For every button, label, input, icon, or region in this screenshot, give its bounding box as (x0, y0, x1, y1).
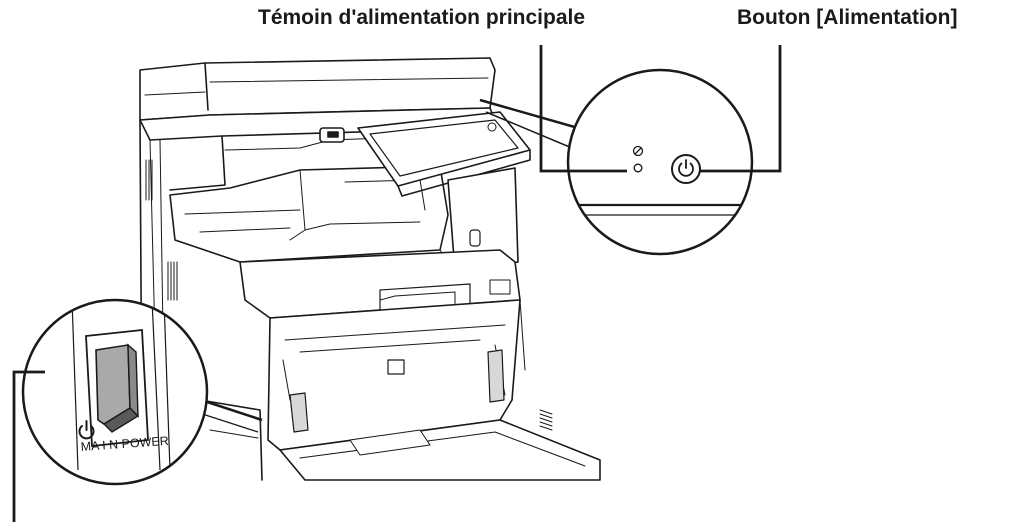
main-power-indicator-label: Témoin d'alimentation principale (258, 6, 586, 29)
printer-illustration (139, 57, 601, 481)
power-button-label: Bouton [Alimentation] (737, 6, 958, 29)
button-leader-line (700, 45, 782, 173)
main-power-switch-callout: MA I N POWER (12, 298, 263, 522)
switch-power-icon (78, 420, 95, 440)
main-power-led (633, 163, 643, 173)
main-power-switch-text: MA I N POWER (80, 434, 169, 454)
indicator-leader-line (539, 45, 627, 173)
panel-zoom-callout (479, 45, 782, 256)
power-icon (678, 159, 694, 177)
power-indicator-icon (632, 145, 644, 157)
power-button[interactable] (671, 154, 701, 184)
switch-leader-line (12, 370, 45, 522)
